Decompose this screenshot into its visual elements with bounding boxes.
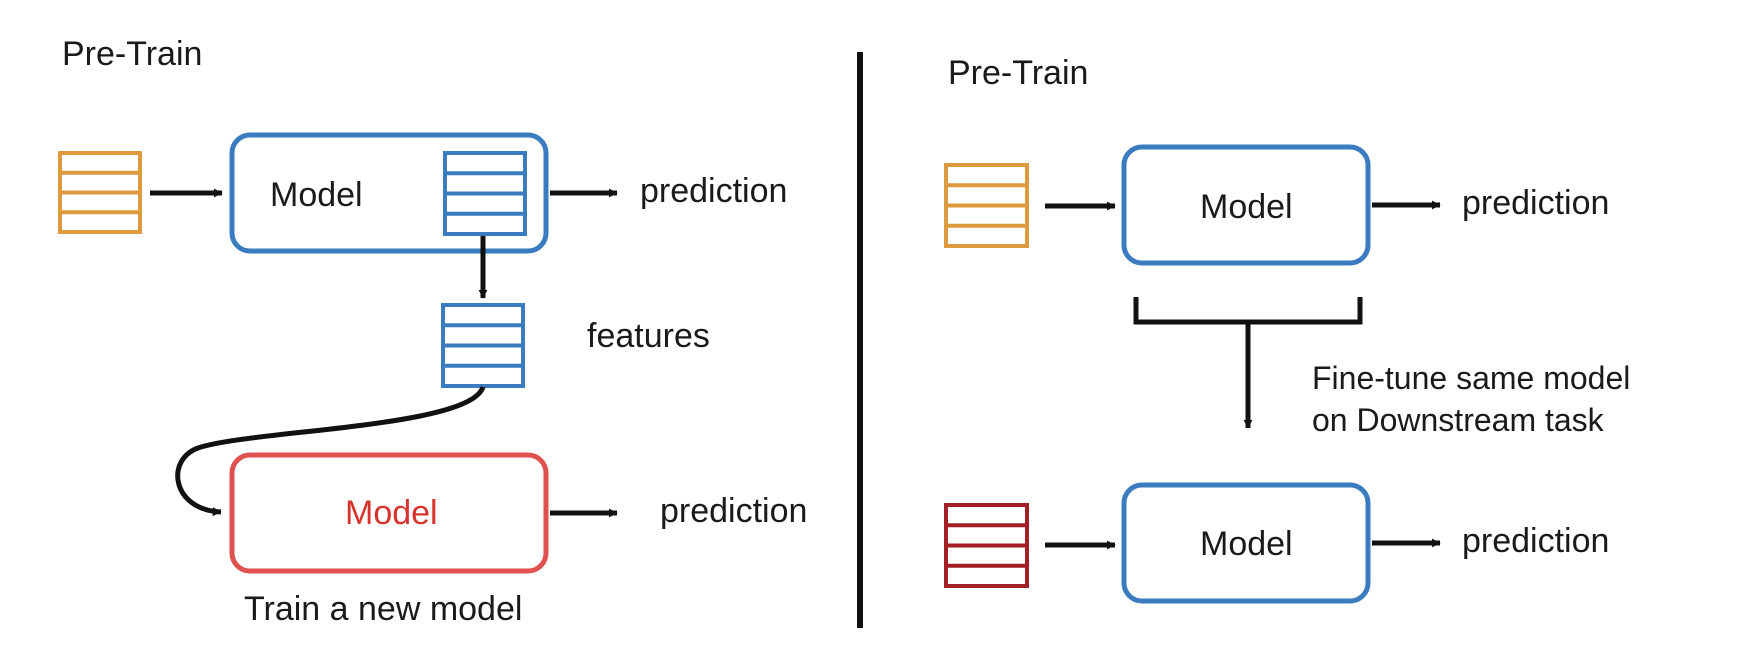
right-top-model-box [1121, 144, 1371, 266]
left-input-data-icon [58, 151, 142, 234]
right-finetune-line2: on Downstream task [1312, 402, 1605, 438]
left-extracted-features-icon [441, 303, 525, 388]
left-features-label: features [587, 317, 710, 355]
right-finetune-line1: Fine-tune same model [1312, 360, 1630, 396]
right-bottom-model-label: Model [1200, 525, 1293, 563]
right-bottom-input-data-icon [944, 503, 1029, 588]
right-title: Pre-Train [948, 54, 1088, 92]
right-top-input-data-icon [944, 163, 1029, 248]
right-bottom-model-box [1121, 482, 1371, 604]
right-top-model-label: Model [1200, 188, 1293, 226]
right-top-prediction-label: prediction [1462, 184, 1609, 222]
right-bottom-prediction-label: prediction [1462, 522, 1609, 560]
left-new-prediction-label: prediction [660, 492, 807, 530]
left-new-model-label: Model [345, 494, 438, 532]
right-bracket [1133, 297, 1363, 325]
left-title: Pre-Train [62, 35, 202, 73]
left-model-features-icon [443, 151, 527, 236]
left-pretrain-model-box [229, 132, 549, 254]
left-caption: Train a new model [244, 590, 522, 628]
left-new-model-box [229, 452, 549, 574]
left-prediction-label: prediction [640, 172, 787, 210]
left-curved-arrow [175, 385, 486, 517]
left-model-label: Model [270, 176, 363, 214]
